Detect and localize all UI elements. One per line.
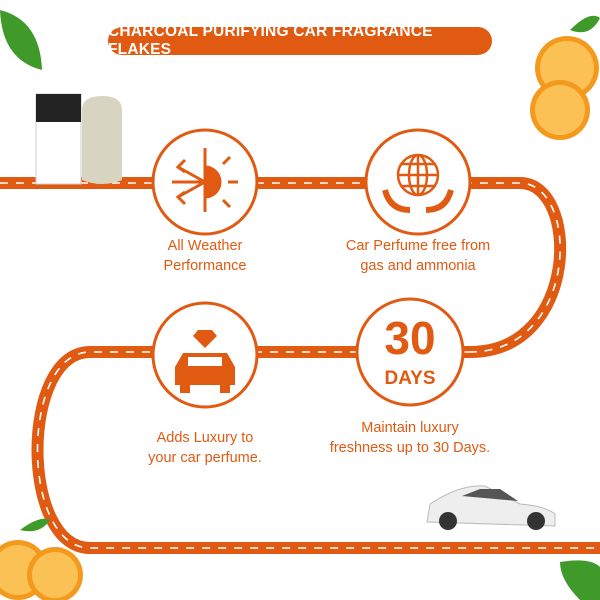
days-unit: DAYS	[384, 368, 436, 389]
caption-line: gas and ammonia	[360, 258, 476, 274]
orange-slices-top-right	[530, 15, 600, 140]
caption-line: your car perfume.	[148, 450, 262, 466]
feature-circle-days	[355, 297, 465, 407]
feature-caption-weather: All Weather Performance	[125, 236, 285, 276]
product-image	[35, 93, 122, 185]
days-number: 30	[384, 312, 436, 364]
caption-line: freshness up to 30 Days.	[329, 440, 491, 456]
caption-line: Adds Luxury to	[156, 430, 254, 446]
snowflake-sun-icon	[172, 148, 238, 212]
leaf-top-left	[0, 10, 42, 70]
globe-hands-icon	[382, 153, 454, 213]
feature-caption-days: Maintain luxury freshness up to 30 Days.	[310, 418, 510, 458]
feature-caption-luxury: Adds Luxury to your car perfume.	[125, 428, 285, 468]
orange-slices-bottom-left	[0, 518, 83, 600]
feature-caption-globe: Car Perfume free from gas and ammonia	[318, 236, 518, 276]
caption-line: Performance	[163, 258, 247, 274]
white-car-image	[426, 485, 556, 530]
leaf-bottom-right	[560, 560, 600, 600]
page-title: CHARCOAL PURIFYING CAR FRAGRANCE FLAKES	[108, 23, 492, 58]
caption-line: All Weather	[167, 238, 243, 254]
car-diamond-icon	[175, 330, 235, 393]
caption-line: Car Perfume free from	[345, 238, 491, 254]
caption-line: Maintain luxury	[361, 420, 459, 436]
